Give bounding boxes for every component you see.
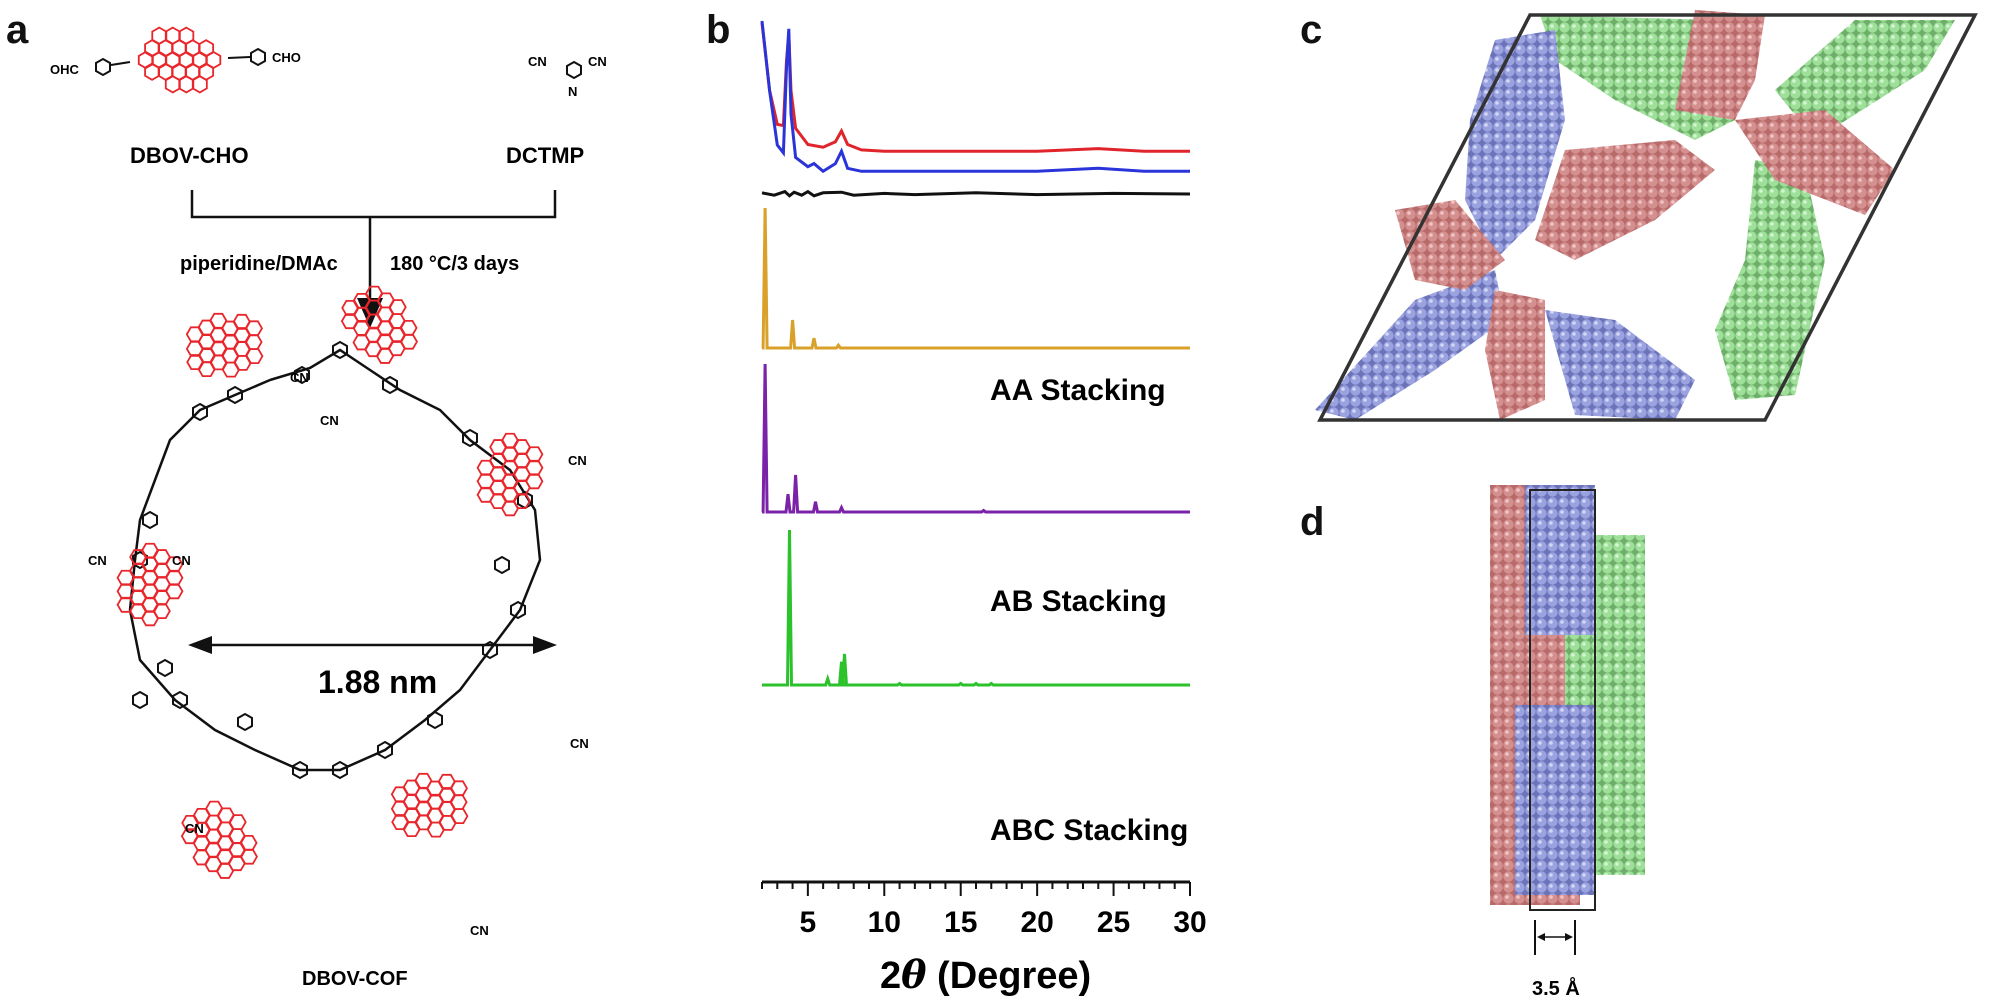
series-exp-blue (760, 20, 1190, 174)
green-arm-2 (1775, 20, 1955, 140)
panel-label-c: c (1300, 8, 1323, 52)
blue-layer-top (1525, 485, 1595, 635)
blue-layer-bottom (1515, 705, 1595, 895)
series-abc-stacking (762, 529, 1190, 687)
synthesis-scheme: OHC CHO CN CN N DBOV-CHO DCTMP piperidin… (50, 0, 607, 990)
cn-label-ring-2: CN (320, 413, 339, 428)
panel-label-a: a (6, 8, 29, 52)
series-exp-red (760, 22, 1190, 153)
cho-label-right: CHO (272, 50, 301, 65)
reagent-dctmp: DCTMP (506, 143, 584, 168)
product-label: DBOV-COF (302, 968, 408, 990)
blue-arm-3 (1545, 310, 1695, 420)
conditions-right: 180 °C/3 days (390, 253, 519, 275)
conditions-left: piperidine/DMAc (180, 253, 338, 275)
cn-label-ring-4: CN (88, 553, 107, 568)
blue-arm-2 (1315, 270, 1505, 420)
n-label: N (568, 84, 577, 99)
x-tick-label: 15 (944, 906, 977, 939)
dbov-cho-structure (139, 28, 221, 93)
pink-framework (1675, 10, 1765, 120)
x-tick-label: 10 (868, 906, 901, 939)
green-arm-3 (1715, 160, 1825, 400)
cof-linker-path (128, 348, 542, 772)
pxrd-chart: 5 10 15 20 25 30 AA Stacking AB Stacking ABC … (760, 20, 1207, 997)
x-tick-label: 30 (1173, 906, 1206, 939)
layer-spacing-label: 3.5 Å (1532, 976, 1580, 1000)
cof-side-view: 3.5 Å (1490, 485, 1645, 1000)
series-label-ab: AB Stacking (990, 585, 1167, 618)
pore-size-label: 1.88 nm (318, 664, 437, 700)
cn-label-2: CN (588, 54, 607, 69)
series-aa-stacking (761, 207, 1190, 350)
cn-label-ring-7: CN (185, 821, 204, 836)
series-difference (761, 189, 1191, 198)
dbov-core-top-right (328, 276, 431, 373)
series-label-aa: AA Stacking (990, 374, 1166, 407)
panel-label-b: b (706, 8, 731, 52)
dbov-core-top-left (173, 297, 276, 394)
x-tick-label: 5 (800, 906, 817, 939)
cof-top-view (1315, 10, 1978, 422)
cn-label-ring-6: CN (570, 736, 589, 751)
x-tick-label: 20 (1020, 906, 1053, 939)
series-ab-stacking (761, 363, 1190, 514)
cho-label-left: OHC (50, 62, 80, 77)
cn-label-ring-8: CN (470, 923, 489, 938)
cn-label-ring-1: CN (290, 370, 309, 385)
pink-arm-2 (1735, 110, 1895, 215)
pink-arm-3 (1535, 140, 1715, 260)
reagent-dbov-cho: DBOV-CHO (130, 143, 249, 168)
series-label-abc: ABC Stacking (990, 814, 1188, 847)
cn-label-ring-5: CN (172, 553, 191, 568)
unit-cell-side (1529, 489, 1596, 911)
panel-label-d: d (1300, 500, 1325, 544)
x-axis-label: 2θ (Degree) (880, 952, 1091, 997)
pink-arm-5 (1485, 290, 1545, 420)
blue-framework (1465, 30, 1565, 260)
cn-label-1: CN (528, 54, 547, 69)
dbov-core-bottom-left (168, 791, 271, 888)
cn-label-ring-3: CN (568, 453, 587, 468)
unit-cell-outline (1317, 13, 1978, 422)
dctmp-structure: CN CN N (528, 54, 607, 99)
x-tick-label: 25 (1097, 906, 1130, 939)
dbov-core-bottom-right (378, 757, 481, 854)
